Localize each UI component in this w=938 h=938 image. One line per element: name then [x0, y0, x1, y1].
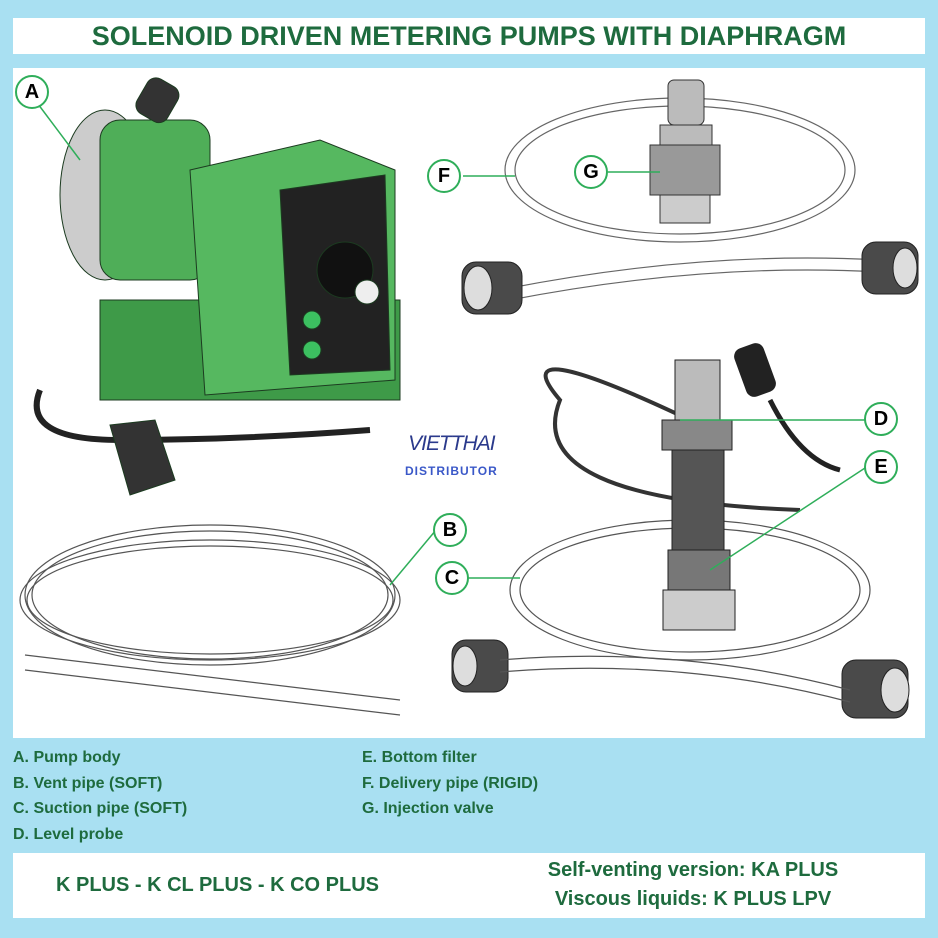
- pump-illustration: [19, 77, 919, 719]
- legend-item: G. Injection valve: [362, 800, 494, 817]
- legend-item: F. Delivery pipe (RIGID): [362, 774, 539, 792]
- legend-item: C. Suction pipe (SOFT): [13, 800, 188, 817]
- distributor-logo: VIETTHAI DISTRIBUTOR: [405, 432, 498, 478]
- model-info-box: K PLUS - K CL PLUS - K CO PLUS Self-vent…: [13, 853, 925, 918]
- logo-name: VIETTHAI: [408, 432, 496, 455]
- illustration-area: A B C D E F G: [13, 68, 925, 738]
- callout-d: D: [864, 402, 898, 436]
- callout-a: A: [15, 75, 49, 109]
- logo-sub: DISTRIBUTOR: [405, 464, 498, 478]
- callout-b: B: [433, 513, 467, 547]
- nut-icons: [451, 241, 919, 719]
- legend-column-2: E. Bottom filter F. Delivery pipe (RIGID…: [362, 745, 538, 822]
- model-list: K PLUS - K CL PLUS - K CO PLUS: [56, 874, 379, 896]
- callout-f: F: [427, 159, 461, 193]
- variant-info: Self-venting version: KA PLUS Viscous li…: [513, 856, 873, 914]
- legend-item: A. Pump body: [13, 749, 121, 766]
- callout-c: C: [435, 561, 469, 595]
- self-venting-version: Self-venting version: KA PLUS: [547, 859, 839, 881]
- injection-valve-g: [649, 79, 721, 224]
- legend-column-1: A. Pump body B. Vent pipe (SOFT) C. Suct…: [13, 745, 187, 847]
- legend-item: D. Level probe: [13, 825, 124, 843]
- legend-item: B. Vent pipe (SOFT): [13, 774, 163, 792]
- legend-item: E. Bottom filter: [362, 749, 477, 766]
- callout-e: E: [864, 450, 898, 484]
- page-title: SOLENOID DRIVEN METERING PUMPS WITH DIAP…: [13, 18, 925, 54]
- callout-g: G: [574, 155, 608, 189]
- vent-pipe-b: [19, 524, 401, 716]
- pump-body-a: [33, 77, 401, 496]
- level-probe-d: [543, 343, 841, 631]
- viscous-liquids-version: Viscous liquids: K PLUS LPV: [554, 888, 832, 910]
